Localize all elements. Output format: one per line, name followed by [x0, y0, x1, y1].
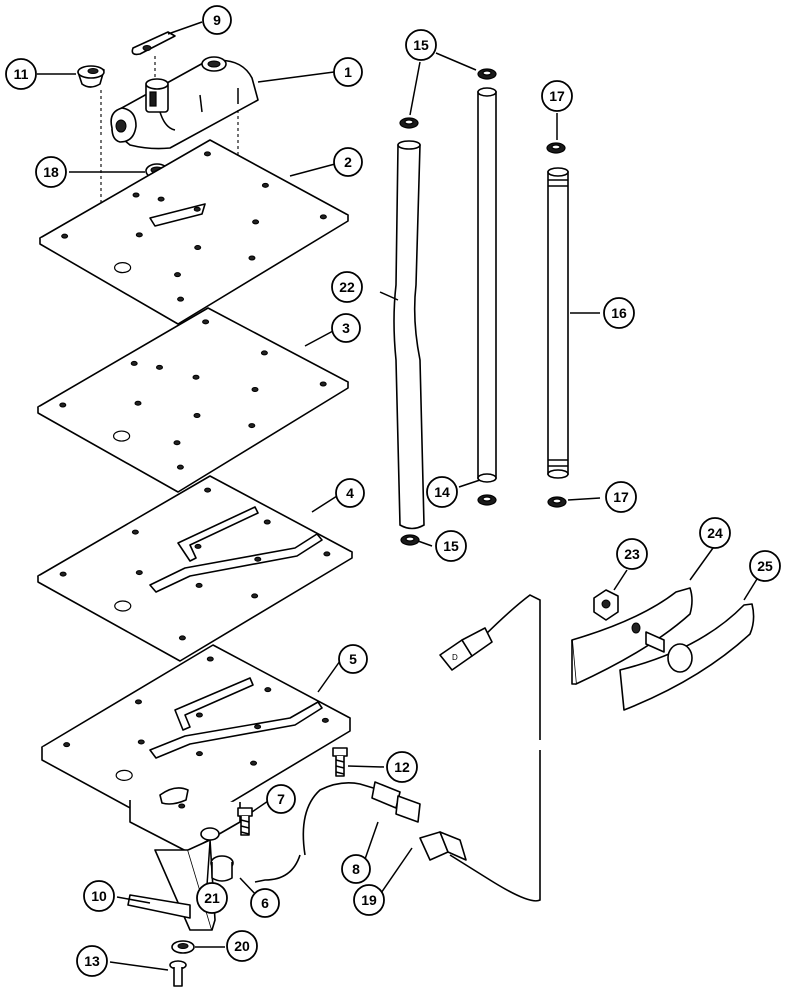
callout-18: 18 [35, 156, 67, 188]
svg-text:18: 18 [43, 164, 59, 180]
tube-14-part [477, 87, 497, 483]
callout-23: 23 [616, 538, 648, 570]
svg-text:1: 1 [344, 64, 352, 80]
svg-text:21: 21 [204, 890, 220, 906]
callout-4: 4 [335, 478, 365, 508]
callout-8: 8 [341, 854, 371, 884]
callout-12: 12 [386, 751, 418, 783]
callout-2: 2 [333, 147, 363, 177]
svg-text:25: 25 [757, 558, 773, 574]
svg-text:17: 17 [549, 88, 565, 104]
clip-part [131, 31, 176, 80]
nut-23-part [593, 589, 619, 621]
plate-4-part [37, 475, 353, 662]
plate-4-holes [59, 487, 331, 641]
svg-text:17: 17 [613, 489, 629, 505]
leg-bracket-part [127, 839, 216, 931]
callout-20: 20 [226, 930, 258, 962]
callout-9: 9 [202, 5, 232, 35]
svg-text:20: 20 [234, 938, 250, 954]
callout-13: 13 [76, 945, 108, 977]
callout-15-top: 15 [405, 29, 437, 61]
svg-text:13: 13 [84, 953, 100, 969]
callout-17-top: 17 [541, 80, 573, 112]
screw-12-part [332, 747, 348, 777]
callout-22: 22 [331, 271, 363, 303]
callout-5: 5 [338, 644, 368, 674]
svg-text:7: 7 [277, 791, 285, 807]
svg-text:11: 11 [14, 66, 29, 82]
seal-15-top-a [477, 68, 497, 80]
svg-text:15: 15 [413, 37, 429, 53]
clamp-24-part [571, 587, 693, 685]
svg-text:12: 12 [394, 759, 410, 775]
svg-text:2: 2 [344, 154, 352, 170]
plate-2-part [39, 139, 349, 325]
svg-text:9: 9 [213, 12, 221, 28]
svg-text:19: 19 [361, 892, 377, 908]
seal-15-bottom-b [477, 494, 497, 506]
svg-text:10: 10 [91, 888, 107, 904]
callout-16: 16 [603, 297, 635, 329]
svg-text:5: 5 [349, 651, 357, 667]
callout-11: 11 [5, 58, 37, 90]
plug-part [77, 65, 105, 135]
seal-15-top-b [399, 117, 419, 129]
washer-20-part [171, 940, 195, 954]
plate-3-holes [59, 319, 327, 470]
tube-16-part [547, 167, 569, 479]
svg-text:14: 14 [434, 484, 450, 500]
tube-22-part [393, 140, 425, 530]
callout-15-bottom: 15 [435, 530, 467, 562]
plate-5-holes [63, 656, 329, 809]
fitting-21-part [200, 827, 234, 882]
svg-text:6: 6 [261, 895, 269, 911]
callout-6: 6 [250, 888, 280, 918]
seal-15-bottom-a [400, 534, 420, 546]
plate-2-holes [61, 151, 327, 302]
wire-harness-19-part [419, 594, 541, 902]
seal-17-top [546, 142, 566, 154]
svg-text:22: 22 [339, 279, 355, 295]
screw-7-part [237, 807, 253, 836]
valve-body-part [110, 56, 259, 150]
plate-3-part [37, 307, 349, 493]
callout-1: 1 [333, 57, 363, 87]
svg-text:8: 8 [352, 861, 360, 877]
seal-17-bottom [547, 496, 567, 508]
callout-10: 10 [83, 880, 115, 912]
clamp-25-part [619, 603, 755, 711]
bolt-13-part [169, 960, 187, 987]
svg-text:4: 4 [346, 485, 354, 501]
callout-7: 7 [266, 784, 296, 814]
svg-text:15: 15 [443, 538, 459, 554]
callout-14: 14 [426, 476, 458, 508]
connector-label: D [452, 653, 458, 662]
callout-17-bottom: 17 [605, 481, 637, 513]
callout-3: 3 [331, 313, 361, 343]
sensor-8-part [254, 781, 421, 883]
svg-text:16: 16 [611, 305, 627, 321]
svg-text:23: 23 [624, 546, 640, 562]
svg-text:3: 3 [342, 320, 350, 336]
callout-24: 24 [699, 517, 731, 549]
callout-19: 19 [353, 884, 385, 916]
svg-text:24: 24 [707, 525, 723, 541]
callout-25: 25 [749, 550, 781, 582]
callout-21: 21 [196, 882, 228, 914]
leader-lines [37, 21, 758, 971]
